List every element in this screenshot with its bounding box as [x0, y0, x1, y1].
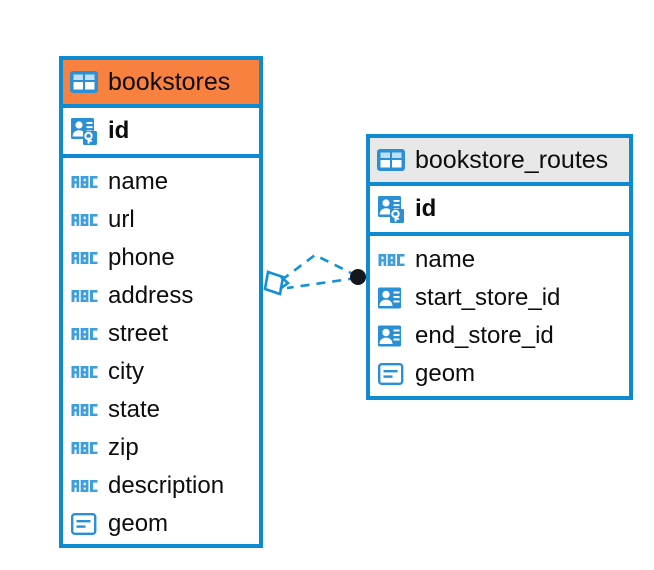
field-row-city[interactable]: city [63, 353, 259, 391]
field-label-name: name [415, 246, 476, 273]
field-section-bookstores: name [63, 158, 259, 549]
abc-text-icon [71, 479, 99, 493]
entity-bookstore-routes[interactable]: bookstore_routes [366, 134, 633, 400]
entity-header-bookstore-routes[interactable]: bookstore_routes [370, 138, 629, 186]
field-row-address[interactable]: address [63, 277, 259, 315]
abc-text-icon [71, 441, 99, 455]
foreign-key-icon [378, 325, 406, 347]
field-label-zip: zip [108, 434, 139, 461]
entity-header-bookstores[interactable]: bookstores [63, 60, 259, 108]
geometry-icon [71, 513, 99, 536]
field-label-address: address [108, 282, 194, 309]
primary-key-section-bookstore-routes: id [370, 186, 629, 236]
abc-text-icon [71, 251, 99, 265]
field-row-street[interactable]: street [63, 315, 259, 353]
field-row-phone[interactable]: phone [63, 239, 259, 277]
abc-text-icon [378, 253, 406, 267]
field-row-end-store-id[interactable]: end_store_id [370, 317, 629, 355]
field-row-name[interactable]: name [370, 241, 629, 279]
field-row-geom[interactable]: geom [370, 355, 629, 393]
field-row-id[interactable]: id [370, 190, 629, 228]
field-row-start-store-id[interactable]: start_store_id [370, 279, 629, 317]
primary-key-icon [378, 195, 406, 223]
field-section-bookstore-routes: name start_store_id [370, 236, 629, 399]
primary-key-section-bookstores: id [63, 108, 259, 158]
entity-bookstores[interactable]: bookstores [59, 56, 263, 548]
crows-foot-marker [263, 270, 291, 296]
table-icon [377, 149, 405, 171]
field-label-street: street [108, 320, 169, 347]
field-label-geom: geom [108, 510, 169, 537]
entity-title-bookstore-routes: bookstore_routes [415, 145, 609, 174]
entity-title-bookstores: bookstores [108, 67, 231, 96]
field-label-id: id [415, 195, 437, 222]
field-row-id[interactable]: id [63, 112, 259, 150]
filled-dot-marker [350, 269, 366, 285]
abc-text-icon [71, 213, 99, 227]
field-label-id: id [108, 117, 130, 144]
field-label-name: name [108, 168, 169, 195]
field-row-state[interactable]: state [63, 391, 259, 429]
field-label-url: url [108, 206, 135, 233]
field-label-end-store-id: end_store_id [415, 322, 554, 349]
field-label-geom: geom [415, 360, 476, 387]
abc-text-icon [71, 327, 99, 341]
field-row-zip[interactable]: zip [63, 429, 259, 467]
field-label-city: city [108, 358, 144, 385]
foreign-key-icon [378, 287, 406, 309]
field-label-start-store-id: start_store_id [415, 284, 561, 311]
relationship-line-upper [282, 253, 358, 281]
abc-text-icon [71, 289, 99, 303]
abc-text-icon [71, 365, 99, 379]
primary-key-icon [71, 117, 99, 145]
field-row-geom[interactable]: geom [63, 505, 259, 543]
field-row-url[interactable]: url [63, 201, 259, 239]
field-row-name[interactable]: name [63, 163, 259, 201]
field-row-description[interactable]: description [63, 467, 259, 505]
field-label-phone: phone [108, 244, 175, 271]
abc-text-icon [71, 175, 99, 189]
field-label-state: state [108, 396, 161, 423]
abc-text-icon [71, 403, 99, 417]
field-label-description: description [108, 472, 225, 499]
relationship-line-lower [286, 276, 358, 290]
geometry-icon [378, 363, 406, 386]
table-icon [70, 71, 98, 93]
